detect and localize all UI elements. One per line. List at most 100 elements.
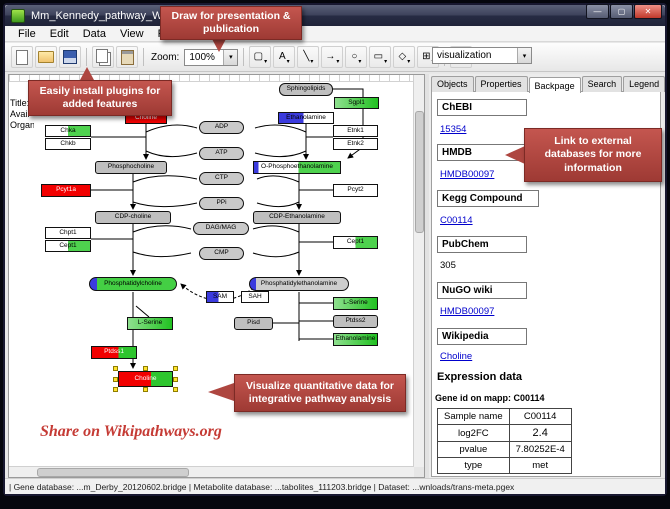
pathway-node[interactable]: PPi [199,197,244,210]
table-cell: type [437,457,510,474]
pathway-node[interactable]: Chkb [45,138,91,150]
pathway-node[interactable]: Chpt1 [45,227,91,239]
close-button[interactable]: ✕ [634,4,662,19]
maximize-icon: ▢ [617,6,626,16]
tab-objects[interactable]: Objects [431,76,474,92]
panel-splitter[interactable] [425,74,429,478]
horizontal-scrollbar[interactable] [9,466,414,477]
pathway-node[interactable]: Etnk1 [333,125,378,137]
selection-handle[interactable] [143,366,148,371]
copy-icon [95,48,108,63]
chevron-down-icon[interactable]: ▾ [223,49,238,65]
section-header-nugo: NuGO wiki [437,282,527,299]
pathway-node[interactable]: Sgpl1 [334,97,379,109]
section-header-kegg: Kegg Compound [437,190,539,207]
save-button[interactable] [59,46,81,68]
chevron-down-icon: ▾ [384,59,388,65]
hmdb-link[interactable]: HMDB00097 [440,169,495,180]
chevron-down-icon: ▾ [407,59,411,65]
pathway-node[interactable]: CMP [199,247,244,260]
callout-link-arrow [505,146,525,164]
pathway-node[interactable]: Pcyt1a [41,184,91,197]
maximize-button[interactable]: ▢ [610,4,633,19]
pathway-node-selected[interactable]: Choline [118,371,173,387]
pathway-node[interactable]: Cept1 [333,236,378,249]
open-button[interactable] [35,46,57,68]
section-header-hmdb: HMDB [437,144,527,161]
selection-handle[interactable] [113,387,118,392]
callout-draw-arrow [212,39,226,52]
new-button[interactable] [11,46,33,68]
rect-tool-button[interactable]: ▭▾ [369,46,392,68]
window-controls: — ▢ ✕ [586,4,662,19]
visualization-select[interactable]: visualization ▾ [432,47,532,64]
selection-handle[interactable] [113,377,118,382]
pathway-node[interactable]: Ptdss2 [333,315,378,328]
menu-file[interactable]: File [18,27,36,40]
menu-bar: File Edit Data View Plugins Help [5,26,665,42]
menu-edit[interactable]: Edit [49,27,69,40]
vertical-scrollbar[interactable] [413,75,424,467]
horizontal-scrollbar-thumb[interactable] [37,468,189,477]
selection-tool-button[interactable]: ▢▾ [249,46,272,68]
pathway-node[interactable]: Ptdss1 [91,346,137,359]
ruler [9,75,414,82]
menu-view[interactable]: View [119,27,144,40]
selection-handle[interactable] [173,377,178,382]
toolbar-separator [243,48,245,66]
pathway-node[interactable]: Chka [45,125,91,137]
pathway-node[interactable]: L-Serine [127,317,173,330]
tab-legend[interactable]: Legend [623,76,666,92]
pathway-node[interactable]: Phosphatidylethanolamine [249,277,349,291]
nugo-link[interactable]: HMDB00097 [440,306,495,317]
chebi-link[interactable]: 15354 [440,124,467,135]
pathway-node[interactable]: DAG/MAG [193,222,249,235]
pathway-node[interactable]: ATP [199,147,244,160]
pathway-node[interactable]: Pcyt2 [333,184,378,197]
pathway-node[interactable]: Ethanolamine [278,112,334,124]
pathway-node[interactable]: Etnk2 [333,138,378,150]
pathway-node[interactable]: Phosphocholine [95,161,167,174]
tab-backpage[interactable]: Backpage [528,77,581,93]
pathway-node[interactable]: CTP [199,172,244,185]
pathway-node[interactable]: Cept1 [45,240,91,252]
copy-button[interactable] [92,46,114,68]
pathway-node[interactable]: O-Phosphoethanolamine [253,161,341,174]
pathway-node[interactable]: SAM [206,291,234,303]
menu-data[interactable]: Data [82,27,106,40]
selection-handle[interactable] [113,366,118,371]
selection-handle[interactable] [173,366,178,371]
tab-properties[interactable]: Properties [474,76,528,92]
kegg-link[interactable]: C00114 [440,215,473,226]
pathway-node[interactable]: ADP [199,121,244,134]
line-tool-button[interactable]: ╲▾ [297,46,320,68]
pathway-canvas[interactable]: Sphingolipids Sgpl1 Ethanolamine Choline… [8,74,425,478]
wikipedia-link[interactable]: Choline [440,351,473,362]
pathway-node[interactable]: CDP-Ethanolamine [253,211,341,224]
tab-search[interactable]: Search [581,76,623,92]
oval-tool-button[interactable]: ○▾ [345,46,368,68]
pathway-node[interactable]: L-Serine [333,297,378,310]
paste-button[interactable] [116,46,138,68]
pathway-node[interactable]: Pisd [234,317,273,330]
title-bar[interactable]: Mm_Kennedy_pathway_WP1771_45176.gp... [5,5,665,26]
shape-tool-button[interactable]: ◇▾ [393,46,416,68]
pubchem-value: 305 [440,260,456,271]
zoom-select[interactable]: 100% ▾ [184,48,239,66]
save-disk-icon [63,50,77,64]
arrow-tool-button[interactable]: →▾ [321,46,344,68]
label-tool-button[interactable]: A▾ [273,46,296,68]
chevron-down-icon[interactable]: ▾ [517,48,531,63]
selection-handle[interactable] [143,387,148,392]
minimize-button[interactable]: — [586,4,609,19]
pathway-node[interactable]: Ethanolamine [333,333,378,346]
vertical-scrollbar-thumb[interactable] [415,111,424,233]
pathway-node[interactable]: CDP-choline [95,211,171,224]
pathway-node[interactable]: SAH [241,291,269,303]
pathway-node[interactable]: Phosphatidylcholine [89,277,177,291]
pathway-node[interactable]: Sphingolipids [279,83,333,96]
table-row: log2FC 2.4 [437,424,572,442]
selection-handle[interactable] [173,387,178,392]
rect-tool-icon: ▭ [373,51,384,62]
callout-link: Link to external databases for more info… [524,128,662,182]
